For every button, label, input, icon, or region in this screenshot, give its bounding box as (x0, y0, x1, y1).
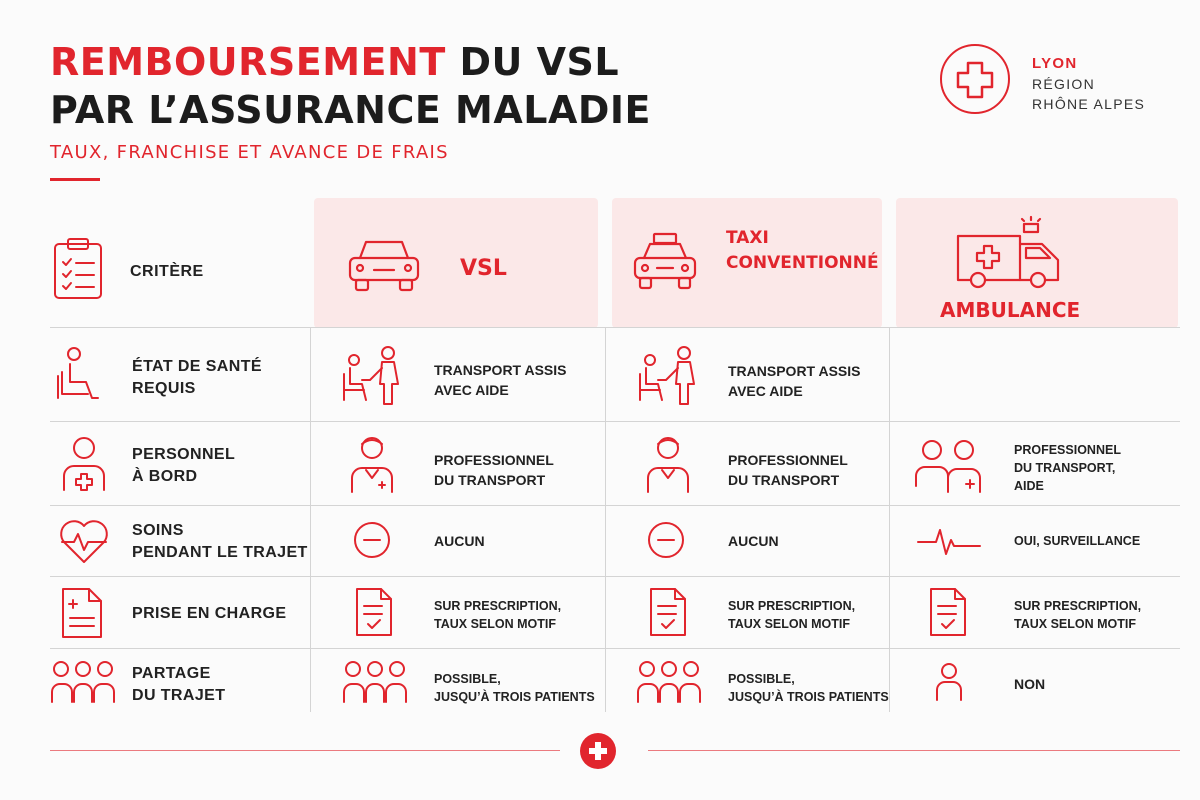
footer-cross-badge (580, 733, 616, 769)
logo (940, 44, 1010, 114)
group-icon (50, 660, 116, 704)
title-highlight: REMBOURSEMENT (50, 40, 446, 84)
ambulance-label: AMBULANCE (940, 298, 1081, 322)
cell-ambulance-sharing: NON (1014, 676, 1046, 692)
cell-vsl-health: TRANSPORT ASSIS AVEC AIDE (434, 362, 567, 398)
cell-taxi-coverage: SUR PRESCRIPTION, TAUX SELON MOTIF (728, 599, 856, 631)
table-divider (50, 648, 1180, 649)
driver-icon (644, 434, 692, 494)
checked-document-icon (354, 586, 394, 638)
single-person-icon (934, 662, 964, 702)
ambulance-column-header: AMBULANCE (896, 198, 1178, 328)
clipboard-icon (52, 236, 104, 300)
column-divider (310, 327, 311, 712)
car-icon (346, 234, 422, 294)
heart-pulse-icon (58, 518, 110, 564)
checked-document-icon (648, 586, 688, 638)
medical-cross-icon (956, 61, 994, 99)
care-team-icon (912, 436, 986, 494)
taxi-label-line-2: CONVENTIONNÉ (726, 253, 879, 273)
footer-divider (648, 750, 1180, 751)
logo-line-1: LYON (1032, 55, 1078, 72)
vsl-label: VSL (460, 256, 507, 281)
group-icon (342, 660, 408, 704)
row-label-coverage: PRISE EN CHARGE (132, 605, 287, 622)
assisted-transport-icon (634, 346, 706, 408)
logo-text: LYON RÉGION RHÔNE ALPES (1032, 54, 1145, 114)
cell-ambulance-coverage: SUR PRESCRIPTION, TAUX SELON MOTIF (1014, 599, 1142, 631)
title-rest: DU VSL (445, 40, 620, 84)
minus-circle-icon (352, 520, 392, 560)
driver-icon (348, 434, 396, 494)
ecg-line-icon (916, 526, 982, 556)
minus-circle-icon (646, 520, 686, 560)
assisted-transport-icon (338, 346, 410, 408)
cell-vsl-care: AUCUN (434, 533, 485, 549)
seated-person-icon (54, 346, 100, 404)
table-divider (50, 505, 1180, 506)
white-cross-icon (589, 742, 607, 760)
row-label-health: ÉTAT DE SANTÉ REQUIS (132, 358, 262, 397)
prescription-document-icon (60, 586, 104, 640)
medical-staff-icon (60, 436, 108, 492)
checked-document-icon (928, 586, 968, 638)
criteria-header: CRITÈRE (130, 263, 204, 280)
page-title: REMBOURSEMENT DU VSL PAR L’ASSURANCE MAL… (50, 38, 651, 134)
cell-ambulance-staff: PROFESSIONNEL DU TRANSPORT, AIDE (1014, 443, 1121, 493)
column-divider (889, 327, 890, 712)
footer-divider (50, 750, 560, 751)
vsl-column-header: VSL (314, 198, 598, 328)
taxi-label: TAXI CONVENTIONNÉ (726, 226, 879, 276)
table-divider (50, 421, 1180, 422)
logo-line-2: RÉGION (1032, 76, 1096, 92)
cell-taxi-health: TRANSPORT ASSIS AVEC AIDE (728, 363, 861, 399)
cell-taxi-sharing: POSSIBLE, JUSQU’À TROIS PATIENTS (728, 672, 889, 704)
logo-line-3: RHÔNE ALPES (1032, 96, 1146, 112)
group-icon (636, 660, 702, 704)
cell-vsl-sharing: POSSIBLE, JUSQU’À TROIS PATIENTS (434, 672, 595, 704)
column-divider (605, 327, 606, 712)
cell-taxi-staff: PROFESSIONNEL DU TRANSPORT (728, 452, 848, 488)
taxi-label-line-1: TAXI (726, 228, 769, 248)
table-divider (50, 327, 1180, 328)
cell-vsl-staff: PROFESSIONNEL DU TRANSPORT (434, 452, 554, 488)
subtitle-underline (50, 178, 100, 181)
title-line-2: PAR L’ASSURANCE MALADIE (50, 88, 652, 132)
cell-vsl-coverage: SUR PRESCRIPTION, TAUX SELON MOTIF (434, 599, 562, 631)
taxi-icon (632, 232, 698, 294)
row-label-staff: PERSONNEL À BORD (132, 446, 236, 485)
row-label-care: SOINS PENDANT LE TRAJET (132, 522, 308, 561)
row-label-sharing: PARTAGE DU TRAJET (132, 665, 226, 704)
cell-taxi-care: AUCUN (728, 533, 779, 549)
taxi-column-header: TAXI CONVENTIONNÉ (612, 198, 882, 328)
ambulance-icon (954, 214, 1064, 290)
table-divider (50, 576, 1180, 577)
cell-ambulance-care: OUI, SURVEILLANCE (1014, 534, 1141, 548)
page-subtitle: TAUX, FRANCHISE ET AVANCE DE FRAIS (50, 142, 449, 163)
